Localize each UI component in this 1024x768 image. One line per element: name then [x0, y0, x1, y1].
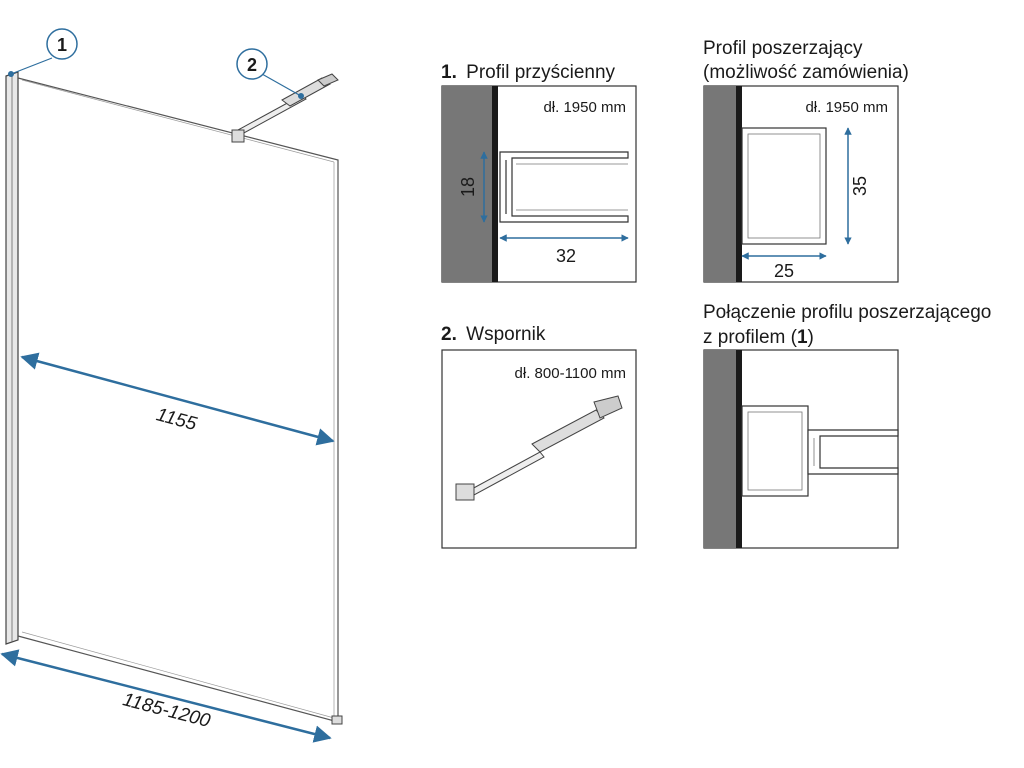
u-profile-section [499, 151, 629, 223]
detail-wall-profile-length: dł. 1950 mm [543, 99, 626, 116]
glass-pane [17, 77, 343, 725]
dim-35-label: 35 [850, 176, 870, 196]
detail-connection-title-2: z profilem (1) [703, 327, 814, 348]
dim-18-label: 18 [458, 177, 478, 197]
callout-2: 2 [236, 48, 302, 97]
dimension-glass-width: 1155 [20, 352, 335, 446]
wall-seal [492, 86, 498, 282]
detail-stabilizer-bar: 2. Wspornik dł. 800-1100 mm [441, 324, 637, 549]
wall-seal [736, 350, 742, 548]
detail-wall-profile: 1. Profil przyścienny dł. 1950 mm 18 32 [441, 62, 637, 283]
detail-stabilizer-length: dł. 800-1100 mm [515, 365, 626, 382]
shower-panel-drawing: 1 2 1155 1185-1200 [0, 28, 343, 743]
wall-profile [5, 71, 19, 645]
detail-extension-title-2: (możliwość zamówienia) [703, 62, 909, 83]
detail-connection-title-1: Połączenie profilu poszerzającego [703, 302, 991, 323]
callout-2-label: 2 [247, 55, 257, 75]
wall-seal [736, 86, 742, 282]
dim-25-label: 25 [774, 261, 794, 281]
callout-1: 1 [10, 28, 78, 75]
detail-stabilizer-title: 2. Wspornik [441, 324, 546, 345]
detail-profile-connection: Połączenie profilu poszerzającego z prof… [703, 302, 991, 549]
wall-section [704, 86, 736, 282]
detail-extension-title-1: Profil poszerzający [703, 38, 863, 59]
detail-wall-profile-title: 1. Profil przyścienny [441, 62, 616, 83]
detail-extension-length: dł. 1950 mm [805, 99, 888, 116]
extension-profile-section [741, 127, 827, 245]
stabilizer-bar-illustration [455, 395, 623, 501]
callout-1-label: 1 [57, 35, 67, 55]
detail-extension-profile: Profil poszerzający (możliwość zamówieni… [703, 38, 909, 283]
wall-section [704, 350, 736, 548]
dim-32-label: 32 [556, 246, 576, 266]
dimension-total-width: 1185-1200 [0, 649, 332, 743]
connected-profiles-section [741, 405, 899, 497]
stabilizer-bar [231, 73, 339, 143]
dimension-glass-width-label: 1155 [154, 404, 199, 435]
